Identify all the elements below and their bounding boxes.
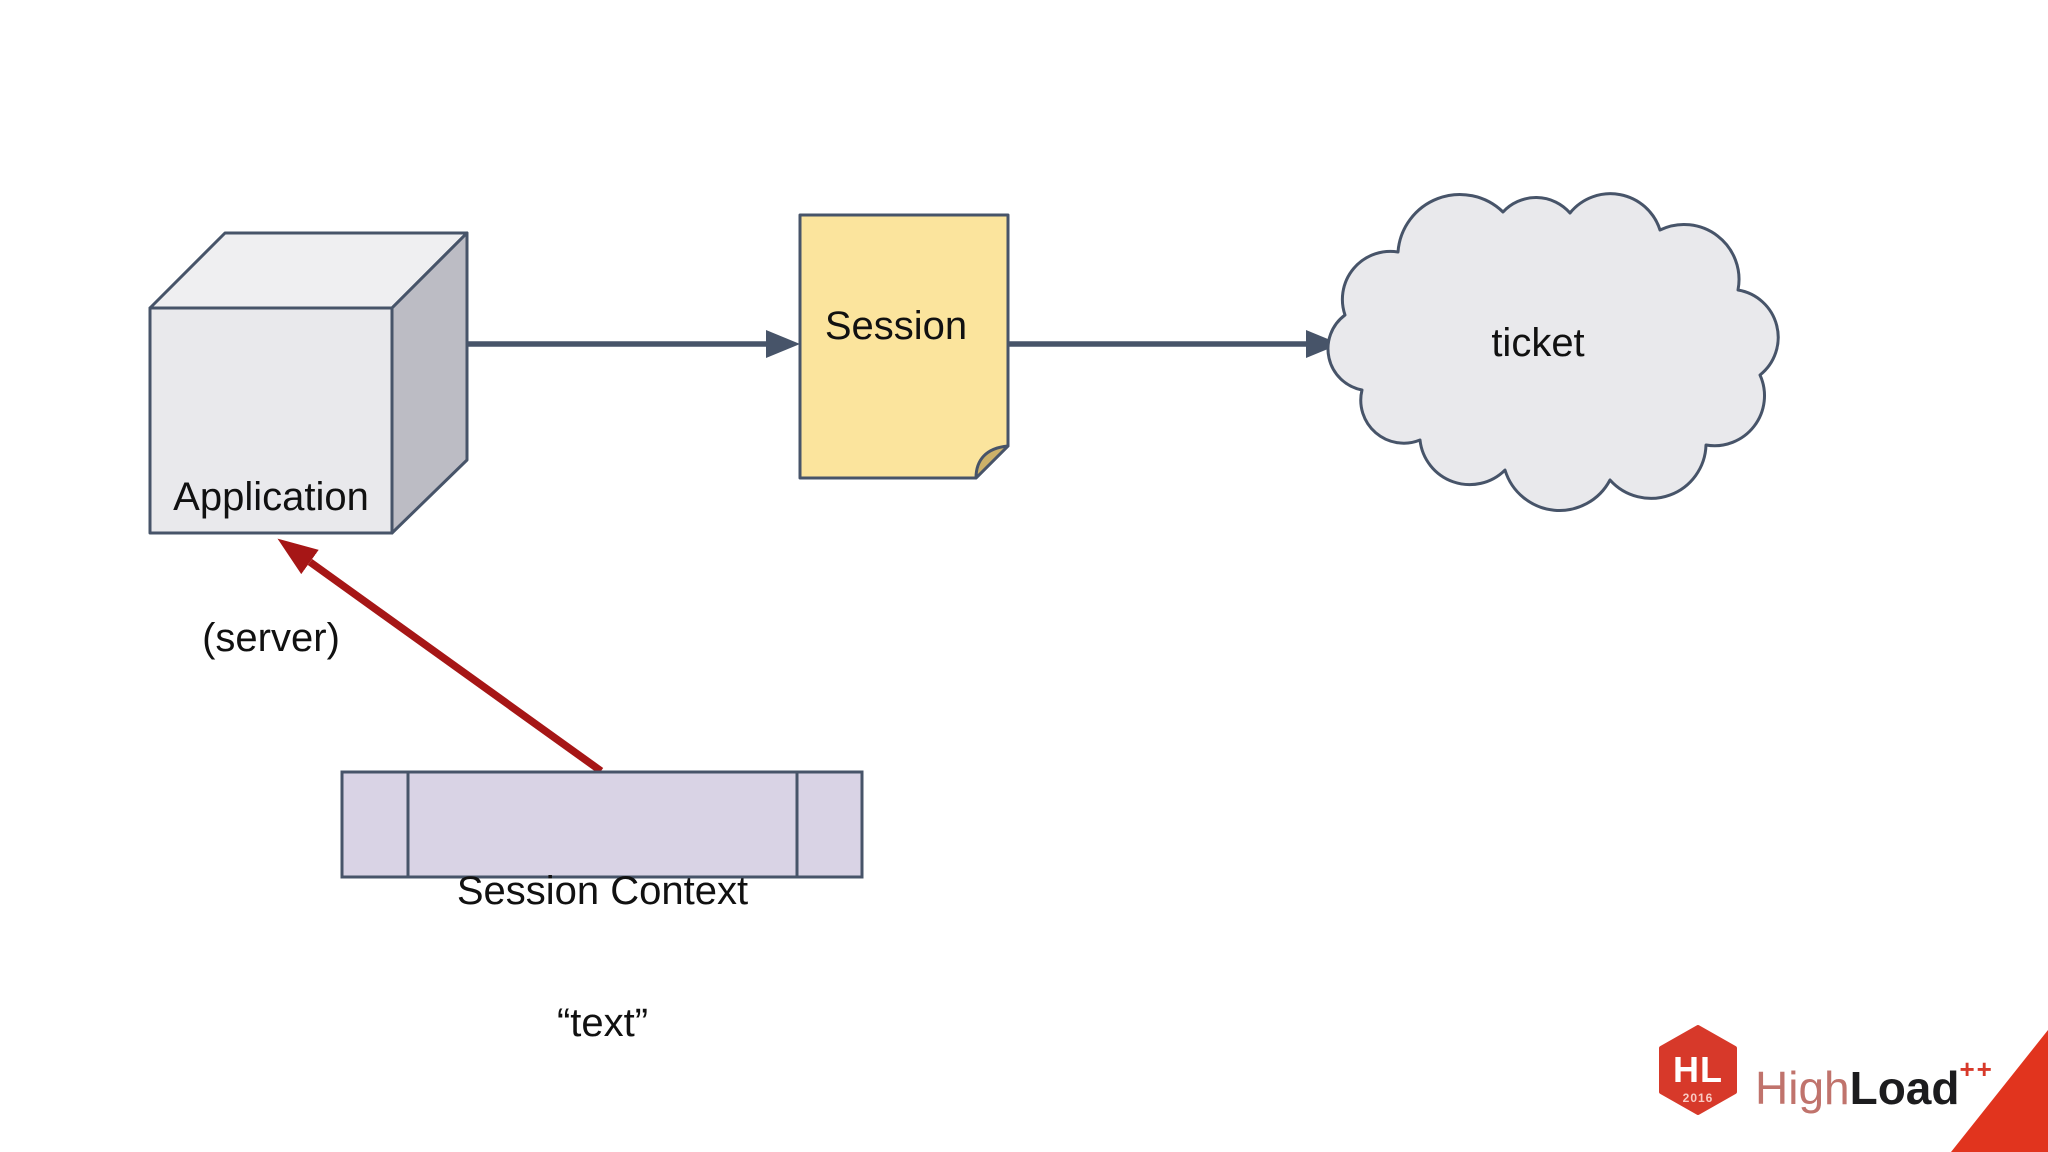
application-label-line1: Application [173,475,369,519]
application-label-line2: (server) [202,616,340,660]
hl-badge-text: HL [1673,1049,1723,1090]
cube-front-face [148,306,394,535]
session-context-label-line2: “text” [556,1001,649,1045]
context-box [340,770,864,879]
hl-hexagon-badge [1659,1025,1737,1115]
brand-wordmark: HighLoad++ [1755,1056,1994,1111]
session-context-node [340,770,864,879]
ticket-label: ticket [1491,321,1585,365]
corner-triangle-decoration [1951,1030,2048,1152]
arrow-context-to-application [277,538,604,775]
session-note-node [798,213,1010,480]
ticket-cloud-node [1326,192,1780,512]
highload-logo: HL 2016 HighLoad++ [1658,1025,2008,1120]
session-context-label: Session Context “text” [408,781,797,1133]
logo-load-text: Load [1849,1062,1960,1114]
logo-high-text: High [1755,1062,1850,1114]
logo-plusplus-text: ++ [1959,1054,1994,1084]
application-server-node [148,231,469,535]
application-server-label: Application (server) [150,380,392,756]
session-label: Session [824,304,968,348]
hl-badge-year: 2016 [1682,1091,1714,1105]
note-fold [974,444,1010,480]
session-context-label-line1: Session Context [456,869,749,913]
hexagon-shape [1659,1025,1737,1115]
